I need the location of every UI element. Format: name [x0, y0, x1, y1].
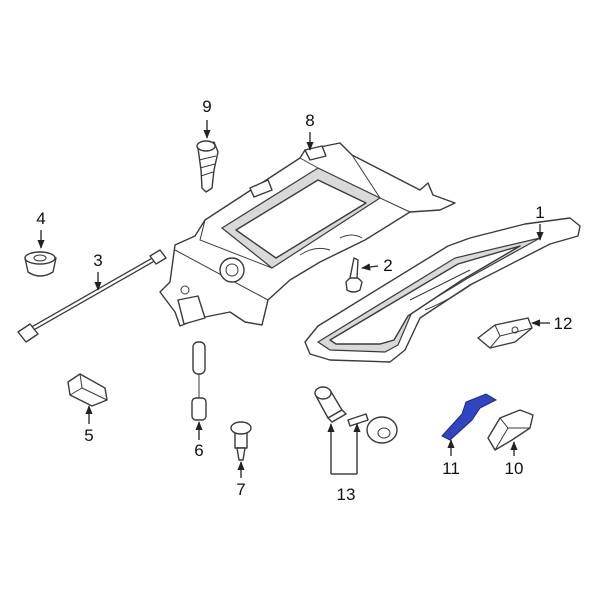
pin-part [230, 421, 252, 461]
callout-1: 1 [535, 203, 544, 222]
leader-lines [37, 120, 550, 478]
bracket-highlight-fill [441, 393, 498, 441]
callout-3: 3 [93, 251, 102, 270]
callout-5: 5 [84, 426, 93, 445]
callout-12: 12 [554, 314, 573, 333]
callout-13: 13 [337, 485, 356, 504]
callout-7: 7 [236, 480, 245, 499]
lock-cylinder-part [314, 386, 347, 423]
latch-part [477, 317, 533, 349]
key-part [347, 413, 398, 444]
callout-8: 8 [305, 111, 314, 130]
stop-part [345, 257, 363, 293]
callout-2: 2 [383, 256, 392, 275]
callout-6: 6 [194, 441, 203, 460]
callout-11: 11 [442, 459, 460, 478]
clip-part [67, 373, 108, 407]
damper-part [191, 341, 207, 421]
glove-box-housing-part [159, 142, 456, 327]
bracket-part-highlighted [441, 393, 498, 441]
striker-part [487, 409, 534, 451]
cable-rod-part [17, 249, 167, 343]
callout-9: 9 [202, 97, 211, 116]
callout-10: 10 [505, 459, 524, 478]
bolt-part [196, 140, 219, 193]
glove-box-door-part [304, 217, 581, 363]
callout-4: 4 [36, 209, 45, 228]
bumper-part [24, 251, 57, 277]
